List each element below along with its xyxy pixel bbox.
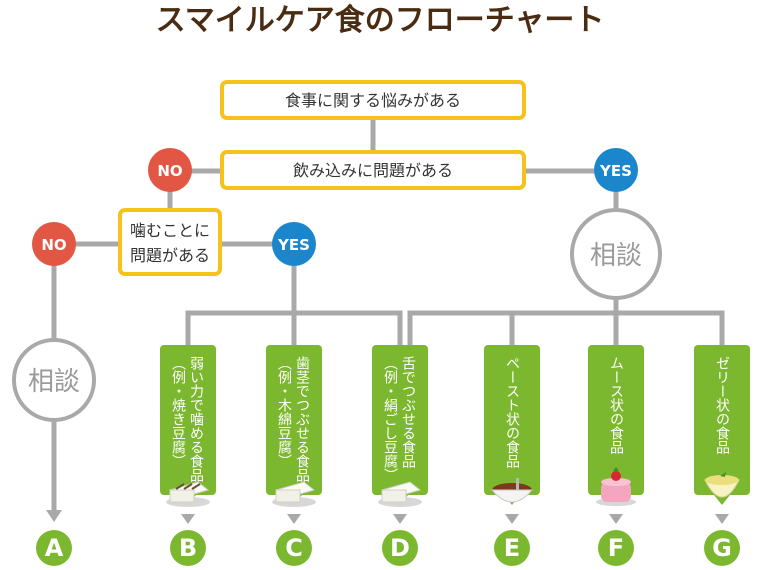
silken-tofu-icon bbox=[378, 481, 422, 507]
concern-text: 食事に関する悩みがある bbox=[285, 91, 461, 110]
food-pill bbox=[372, 345, 428, 495]
food-column-e: ペースト状の食品 E bbox=[484, 345, 540, 566]
concern-box: 食事に関する悩みがある bbox=[220, 80, 526, 120]
final-a: A bbox=[36, 530, 72, 566]
food-pill bbox=[484, 345, 540, 495]
food-label-line: ゼリー状の食品 bbox=[714, 356, 730, 454]
consult-label-a: 相談 bbox=[28, 367, 80, 397]
consult-circle-a: 相談 bbox=[12, 338, 96, 422]
chew-text-line2: 問題がある bbox=[130, 246, 210, 265]
food-pill bbox=[694, 345, 750, 495]
chart-title: スマイルケア食のフローチャート bbox=[156, 3, 605, 38]
food-column-f: ムース状の食品 F bbox=[588, 345, 644, 566]
arrow-b bbox=[181, 514, 195, 524]
swallow-box: 飲み込みに問題がある bbox=[220, 150, 526, 190]
consult-circle-yes: 相談 bbox=[570, 208, 662, 300]
food-label-line: 舌でつぶせる食品 bbox=[400, 356, 416, 468]
food-column-g: ゼリー状の食品 G bbox=[694, 345, 750, 566]
arrow-e bbox=[505, 514, 519, 524]
food-column-c: 歯茎でつぶせる食品（例・木綿豆腐） C bbox=[266, 345, 322, 566]
answer-no-swallow: NO bbox=[148, 148, 192, 192]
connectors bbox=[51, 118, 725, 512]
answer-no-chew: NO bbox=[32, 222, 76, 266]
chew-box: 噛むことに 問題がある bbox=[118, 208, 222, 276]
arrow-a bbox=[46, 510, 62, 522]
food-pill bbox=[160, 345, 216, 495]
arrow-c bbox=[287, 514, 301, 524]
chew-text-line1: 噛むことに bbox=[130, 221, 210, 240]
arrow-g bbox=[715, 514, 729, 524]
arrow-d bbox=[393, 514, 407, 524]
food-label-line: （例・絹ごし豆腐） bbox=[382, 356, 398, 482]
answer-yes-swallow-label: YES bbox=[599, 162, 632, 180]
food-label-line: 歯茎でつぶせる食品 bbox=[294, 356, 310, 482]
final-letter-label: E bbox=[504, 534, 520, 562]
final-letter-label: C bbox=[285, 534, 303, 562]
food-pill bbox=[588, 345, 644, 495]
final-letter-label: D bbox=[390, 534, 410, 562]
food-label-line: ムース状の食品 bbox=[608, 356, 624, 454]
food-label-line: （例・木綿豆腐） bbox=[276, 356, 292, 468]
swallow-text: 飲み込みに問題がある bbox=[293, 161, 453, 180]
answer-no-chew-label: NO bbox=[41, 236, 66, 254]
final-letter-label: B bbox=[179, 534, 197, 562]
answer-yes-chew: YES bbox=[272, 222, 316, 266]
final-letter-label: F bbox=[608, 534, 624, 562]
final-d: D bbox=[382, 530, 418, 566]
food-columns: 弱い力で噛める食品（例・焼き豆腐） B 歯茎でつぶせる食品（例・木綿豆腐） C 舌でつぶ… bbox=[160, 345, 750, 566]
final-c: C bbox=[276, 530, 312, 566]
final-e: E bbox=[494, 530, 530, 566]
paste-bowl-icon bbox=[490, 478, 534, 503]
grilled-tofu-icon bbox=[166, 481, 210, 507]
food-pill-tip bbox=[714, 495, 730, 505]
final-a-label: A bbox=[45, 534, 64, 562]
momen-tofu-icon bbox=[272, 481, 316, 507]
line-branch-defg bbox=[407, 310, 725, 350]
final-g: G bbox=[704, 530, 740, 566]
food-label-line: ペースト状の食品 bbox=[504, 356, 520, 468]
answer-yes-chew-label: YES bbox=[277, 236, 310, 254]
food-label-line: （例・焼き豆腐） bbox=[170, 356, 186, 468]
food-column-b: 弱い力で噛める食品（例・焼き豆腐） B bbox=[160, 345, 216, 566]
final-letter-label: G bbox=[712, 534, 732, 562]
answer-no-swallow-label: NO bbox=[157, 162, 182, 180]
food-column-d: 舌でつぶせる食品（例・絹ごし豆腐） D bbox=[372, 345, 428, 566]
food-pill bbox=[266, 345, 322, 495]
consult-label-yes: 相談 bbox=[590, 241, 642, 271]
food-label-line: 弱い力で噛める食品 bbox=[188, 356, 204, 482]
mousse-cake-icon bbox=[596, 467, 636, 506]
final-b: B bbox=[170, 530, 206, 566]
jelly-cup-icon bbox=[704, 472, 740, 498]
final-f: F bbox=[598, 530, 634, 566]
arrow-f bbox=[609, 514, 623, 524]
answer-yes-swallow: YES bbox=[594, 148, 638, 192]
